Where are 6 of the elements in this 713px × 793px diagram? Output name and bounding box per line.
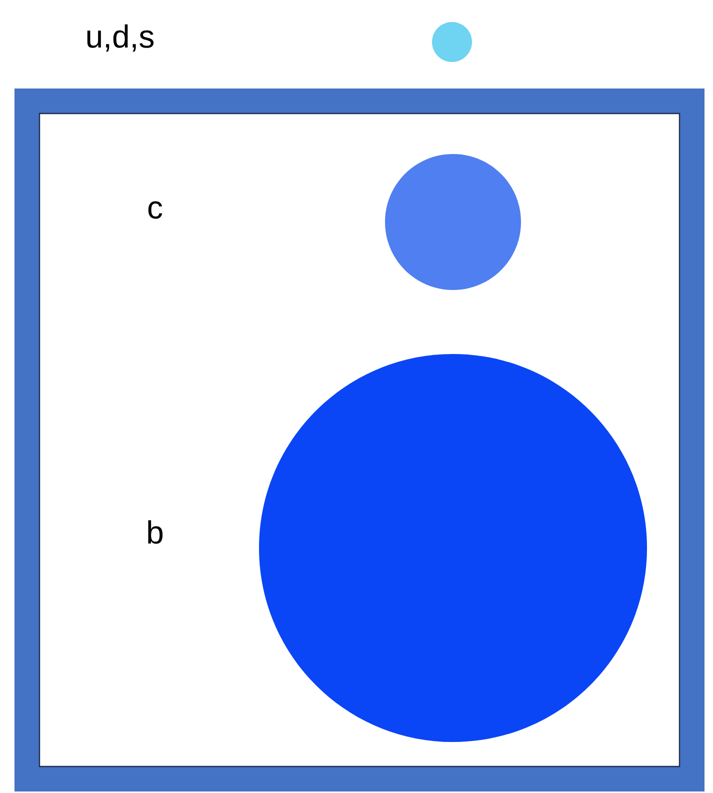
medium-circle	[385, 154, 521, 290]
part-label: b	[148, 520, 163, 544]
part-label: u,d,s	[87, 24, 154, 52]
small-circle	[432, 22, 472, 62]
part-label: c	[148, 201, 162, 219]
large-circle	[259, 354, 647, 742]
